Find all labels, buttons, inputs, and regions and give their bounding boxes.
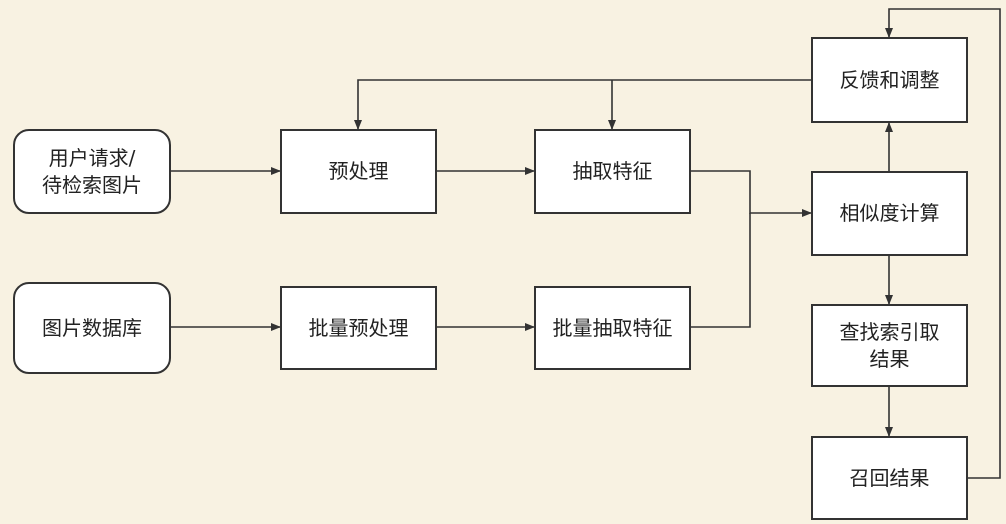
node-image-database: 图片数据库: [13, 282, 171, 374]
node-extract-feature: 抽取特征: [534, 129, 691, 214]
node-extract-feature-label: 抽取特征: [572, 159, 653, 183]
node-recall-result: 召回结果: [811, 436, 968, 520]
node-user-request: 用户请求/ 待检索图片: [13, 129, 171, 214]
node-batch-preprocess-label: 批量预处理: [308, 315, 409, 340]
node-feedback-adjust: 反馈和调整: [811, 37, 968, 123]
edge-feedback-to-preprocess: [354, 79, 811, 130]
edge-recall-to-feedback-loop: [885, 8, 1001, 479]
node-batch-extract-feature-label: 批量抽取特征: [552, 315, 673, 340]
node-preprocess-label: 预处理: [328, 159, 389, 183]
node-feedback-adjust-label: 反馈和调整: [839, 67, 940, 92]
node-preprocess: 预处理: [280, 129, 437, 214]
node-batch-extract-feature: 批量抽取特征: [534, 286, 691, 370]
node-lookup-index-label: 查找索引取 结果: [839, 319, 940, 371]
node-batch-preprocess: 批量预处理: [280, 286, 437, 370]
node-lookup-index: 查找索引取 结果: [811, 304, 968, 387]
node-recall-result-label: 召回结果: [849, 465, 930, 490]
edge-extract-feature-to-similarity: [691, 170, 812, 217]
node-image-database-label: 图片数据库: [42, 315, 142, 340]
node-user-request-label: 用户请求/ 待检索图片: [42, 145, 142, 197]
node-similarity: 相似度计算: [811, 171, 968, 256]
node-similarity-label: 相似度计算: [839, 201, 940, 225]
edge-batch-extract-to-similarity: [691, 213, 751, 328]
